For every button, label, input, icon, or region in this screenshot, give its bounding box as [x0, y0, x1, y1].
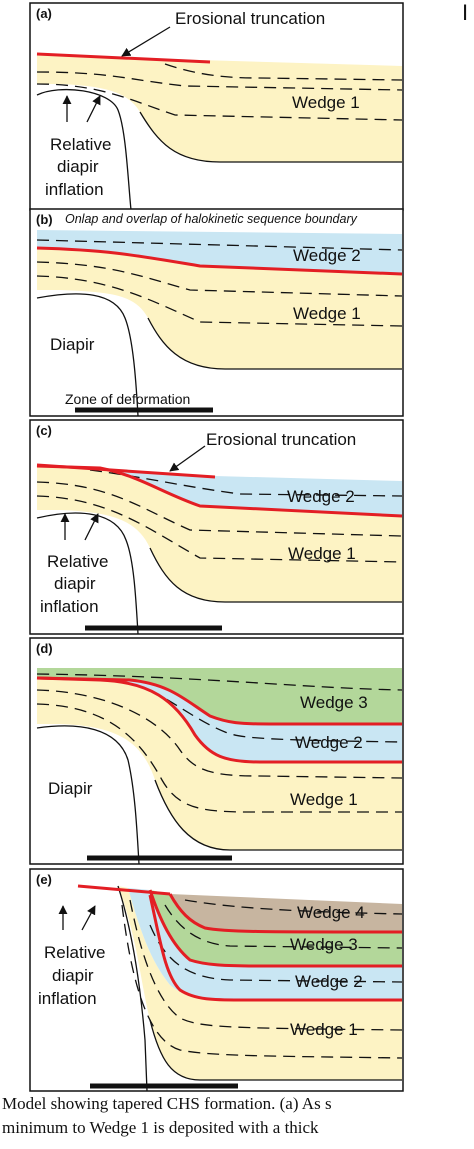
panel-b-wedge1-label: Wedge 1: [293, 304, 361, 323]
panel-e-wedge3-fill: [150, 890, 402, 966]
panel-e-wedge2-base-line: [148, 894, 402, 1002]
panel-c-wedge2-base-line: [36, 464, 403, 518]
panel-b-dashed-2: [36, 275, 403, 327]
panel-d-diapir-outline: [36, 725, 140, 865]
panel-c-wedge1-fill: [37, 466, 402, 602]
panel-e-dashed-blue: [149, 924, 403, 983]
panel-d-wedge3-base-line: [36, 676, 402, 726]
panel-d-dashed-green: [36, 673, 403, 691]
panel-c-inflation-arrow-right: [84, 513, 99, 541]
panel-e-wedge1-label: Wedge 1: [290, 1020, 358, 1039]
panel-c-truncation-arrow: [169, 445, 206, 472]
panel-b-dashed-blue: [36, 239, 403, 251]
panel-a-inflation-label-3: inflation: [45, 180, 104, 199]
panel-d-dashed-blue-1: [149, 689, 403, 743]
panel-e-dashed-green: [164, 904, 403, 949]
panel-c-dashed-2: [36, 495, 403, 563]
panel-b-halokinetic-boundary: [36, 246, 403, 276]
panel-b-zone-label: Zone of deformation: [65, 391, 190, 407]
panel-d-wedge2-base-line: [36, 676, 402, 764]
panel-a-truncation-label: Erosional truncation: [175, 9, 325, 28]
panel-a-erosional-truncation-line: [36, 52, 211, 64]
panel-b-wedge1-fill: [37, 248, 402, 369]
panel-e-inflation-arrow-right: [81, 905, 96, 931]
panel-e-wedge1-fill: [118, 886, 402, 1080]
panel-b: (b) Onlap and overlap of halokinetic seq…: [29, 208, 404, 417]
panel-e-wedge3-label: Wedge 3: [290, 935, 358, 954]
panel-e-wedge4-label: Wedge 4: [297, 903, 365, 922]
panel-b-title: Onlap and overlap of halokinetic sequenc…: [65, 212, 358, 226]
panel-c: (c) Erosional truncation Wedge 2 Wedge 1…: [29, 419, 404, 635]
panel-d-wedge1-label: Wedge 1: [290, 790, 358, 809]
panel-e: (e) Wedge 4 Wedge 3 Wedge 2 Wedge 1 Rela…: [29, 868, 404, 1092]
panel-e-inflation-label-1: Relative: [44, 943, 105, 962]
panel-d-dashed-1: [36, 689, 403, 779]
panel-a: (a) Erosional truncation Wedge 1 Relativ…: [29, 2, 404, 211]
panel-e-diapir-outline: [117, 885, 148, 1092]
diagram-figure: I (a) Erosional truncation Wedge 1 Relat…: [29, 0, 468, 1092]
panel-d-wedge3-fill: [37, 668, 402, 724]
panel-a-wedge1-fill: [37, 54, 402, 162]
caption-line-1: Model showing tapered CHS formation. (a)…: [2, 1094, 332, 1113]
panel-c-dashed-blue: [89, 469, 403, 497]
panel-c-truncation-label: Erosional truncation: [206, 430, 356, 449]
panel-b-diapir-label: Diapir: [50, 335, 95, 354]
panel-d-letter: (d): [36, 641, 53, 656]
panel-e-wedge4-fill: [170, 894, 402, 932]
corner-mark: I: [462, 0, 468, 25]
panel-e-wedge2-label: Wedge 2: [295, 972, 363, 991]
panel-a-diapir-outline: [36, 88, 132, 211]
panel-d: (d) Wedge 3 Wedge 2 Wedge 1 Diapir: [29, 637, 404, 865]
panel-c-inflation-label-3: inflation: [40, 597, 99, 616]
caption-line-2: minimum to Wedge 1 is deposited with a t…: [2, 1118, 319, 1137]
panel-d-wedge1-fill: [37, 678, 402, 850]
panel-b-dashed-1: [36, 261, 403, 297]
panel-d-wedge2-label: Wedge 2: [295, 733, 363, 752]
panel-b-letter: (b): [36, 212, 53, 227]
panel-b-wedge2-fill: [37, 230, 402, 274]
panel-d-wedge3-label: Wedge 3: [300, 693, 368, 712]
panel-c-inflation-label-2: diapir: [54, 574, 96, 593]
panel-d-diapir-label: Diapir: [48, 779, 93, 798]
panel-e-inflation-label-3: inflation: [38, 989, 97, 1008]
panel-e-dashed-2: [121, 904, 403, 1059]
panel-a-wedge1-label: Wedge 1: [292, 93, 360, 112]
panel-c-wedge1-base: [149, 547, 402, 603]
panel-b-wedge2-label: Wedge 2: [293, 246, 361, 265]
panel-a-truncation-arrow: [121, 26, 171, 57]
panel-b-diapir-outline: [36, 293, 139, 417]
panel-b-wedge1-base: [147, 317, 402, 370]
panel-c-dashed-1: [36, 481, 403, 537]
panel-e-dashed-brown: [184, 899, 403, 915]
panel-d-dashed-2: [36, 703, 402, 813]
panel-d-wedge1-base: [154, 779, 402, 851]
panel-e-letter: (e): [36, 872, 52, 887]
panel-a-inflation-arrow-right: [86, 95, 101, 123]
panel-c-diapir-outline: [36, 512, 139, 635]
panel-c-wedge2-fill: [37, 466, 402, 516]
panel-c-wedge1-label: Wedge 1: [288, 544, 356, 563]
panel-c-wedge2-label: Wedge 2: [287, 487, 355, 506]
panel-c-inflation-label-1: Relative: [47, 552, 108, 571]
panel-a-letter: (a): [36, 6, 52, 21]
panel-e-wedge2-fill: [128, 888, 402, 1000]
figure-caption: Model showing tapered CHS formation. (a)…: [0, 1092, 474, 1149]
panel-a-inflation-label-2: diapir: [57, 157, 99, 176]
panel-e-wedge4-base-line: [168, 893, 403, 934]
panel-a-wedge1-base: [139, 111, 402, 163]
panel-e-inflation-label-2: diapir: [52, 966, 94, 985]
panel-e-wedge3-base-line: [148, 889, 402, 968]
panel-c-letter: (c): [36, 423, 52, 438]
panel-a-inflation-label-1: Relative: [50, 135, 111, 154]
panel-e-wedge1-base: [149, 1019, 402, 1081]
panel-a-dashed-1: [36, 71, 403, 91]
panel-e-truncation-line: [77, 884, 171, 896]
panel-a-dashed-2: [36, 83, 403, 121]
